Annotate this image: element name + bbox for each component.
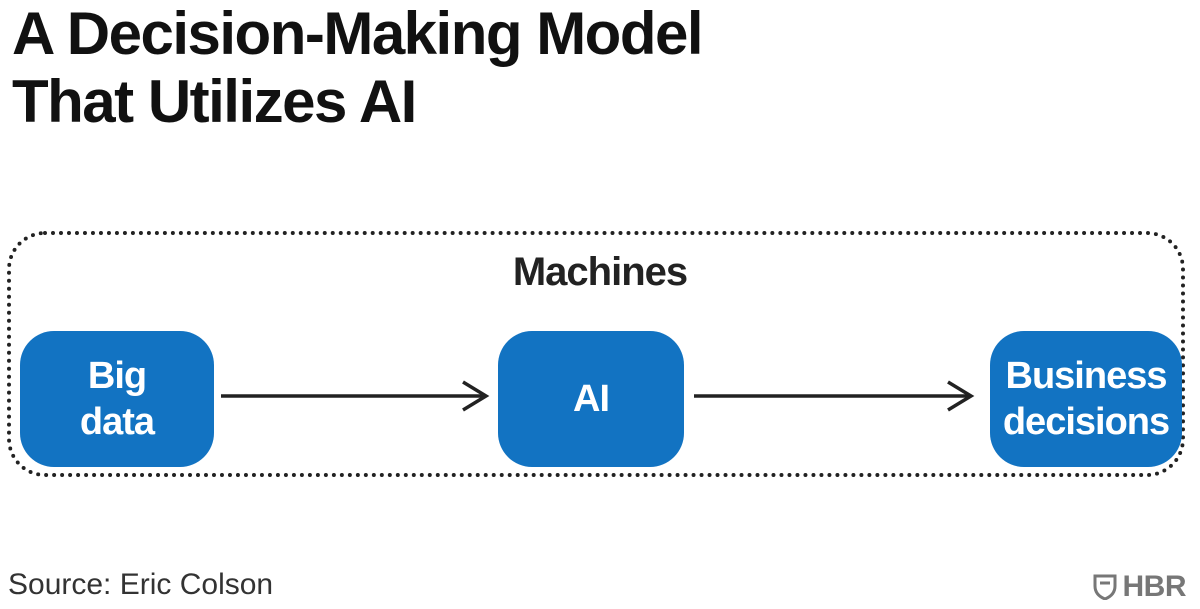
hbr-logo: HBR: [1093, 570, 1187, 604]
machines-group-frame: [7, 231, 1185, 477]
title-line-1: A Decision-Making Model: [12, 0, 704, 67]
arrow-big-data-to-ai: [221, 380, 490, 412]
node-ai-label: AI: [573, 378, 610, 420]
node-big-data: Big data: [20, 331, 214, 467]
source-note: Source: Eric Colson: [8, 568, 274, 601]
diagram: Machines Big data AI Business decisions: [0, 220, 1200, 490]
node-business-decisions-line-1: Business: [1005, 355, 1168, 397]
page-title: A Decision-Making Model That Utilizes AI: [12, 0, 704, 136]
hbr-shield-icon: [1093, 574, 1116, 600]
node-business-decisions-line-2: decisions: [1002, 401, 1170, 443]
node-big-data-line-2: data: [79, 401, 155, 443]
hbr-logo-text: HBR: [1122, 570, 1187, 603]
arrow-ai-to-business-decisions: [694, 380, 975, 412]
title-line-2: That Utilizes AI: [12, 68, 417, 135]
node-business-decisions: Business decisions: [990, 331, 1182, 467]
machines-group-label: Machines: [512, 250, 688, 294]
node-ai: AI: [498, 331, 684, 467]
node-big-data-line-1: Big: [87, 355, 147, 397]
